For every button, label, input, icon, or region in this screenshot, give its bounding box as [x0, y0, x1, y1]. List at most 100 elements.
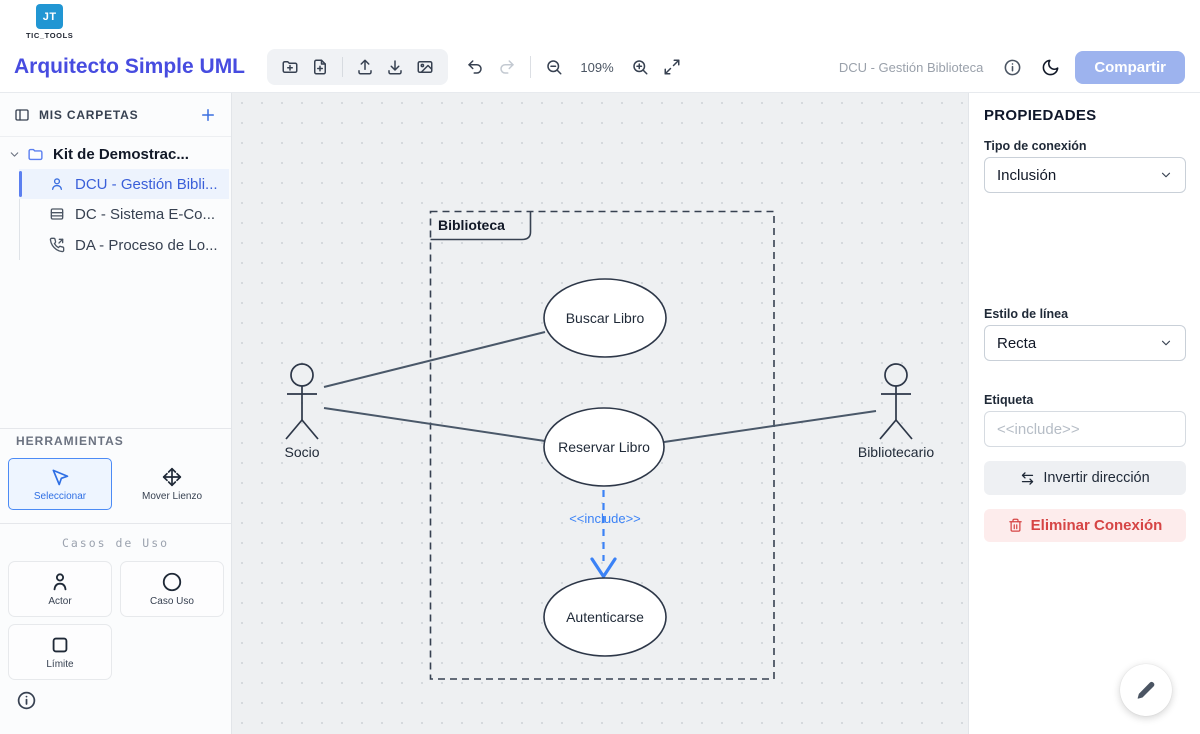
- current-document-name: DCU - Gestión Biblioteca: [838, 59, 984, 75]
- use-case-reservar-libro[interactable]: Reservar Libro: [543, 407, 665, 487]
- export-image-button[interactable]: [412, 55, 438, 79]
- shape-label: Caso Uso: [150, 596, 194, 607]
- associations: [323, 331, 877, 443]
- info-button[interactable]: [999, 54, 1025, 80]
- app-title: Arquitecto Simple UML: [14, 55, 246, 78]
- shape-label: Actor: [48, 596, 72, 607]
- association-socio-buscar[interactable]: [323, 331, 546, 388]
- shape-boundary[interactable]: Límite: [8, 624, 112, 680]
- sidebar-info-button[interactable]: [16, 690, 38, 712]
- fit-view-button[interactable]: [659, 55, 685, 79]
- undo-icon: [468, 60, 482, 74]
- new-folder-button[interactable]: [277, 55, 303, 79]
- line-style-select[interactable]: Recta: [984, 325, 1186, 361]
- use-case-label: Buscar Libro: [566, 310, 645, 326]
- tree-folder-label: Kit de Demostrac...: [53, 145, 189, 163]
- logo: JT TIC_TOOLS: [26, 4, 73, 40]
- import-button[interactable]: [352, 55, 378, 79]
- edit-fab-button[interactable]: [1120, 664, 1172, 716]
- properties-panel: PROPIEDADES Tipo de conexión Inclusión E…: [968, 93, 1200, 734]
- logo-text: TIC_TOOLS: [26, 31, 74, 40]
- cursor-icon: [52, 469, 69, 485]
- file-plus-icon: [314, 59, 327, 75]
- sidebar: MIS CARPETAS Kit de Demostrac...: [0, 93, 232, 734]
- sidebar-item-dcu[interactable]: DCU - Gestión Bibli...: [19, 169, 229, 199]
- line-style-value: Recta: [997, 334, 1037, 352]
- redo-button[interactable]: [494, 55, 520, 79]
- file-toolbar: [267, 49, 449, 85]
- plus-icon: [202, 108, 214, 121]
- new-file-button[interactable]: [307, 55, 333, 79]
- history-group: [462, 55, 520, 79]
- tool-select[interactable]: Seleccionar: [8, 458, 112, 510]
- tool-label: Seleccionar: [33, 490, 87, 502]
- shape-actor[interactable]: Actor: [8, 561, 112, 617]
- info-icon: [1004, 59, 1021, 75]
- line-style-label: Estilo de línea: [984, 307, 1069, 321]
- invert-direction-button[interactable]: Invertir dirección: [984, 461, 1186, 495]
- use-case-label: Autenticarse: [566, 609, 644, 625]
- toolbar-separator: [342, 57, 344, 77]
- activity-diagram-icon: [49, 237, 65, 253]
- folders-panel-icon: [14, 107, 30, 123]
- actor-label: Socio: [284, 444, 319, 460]
- shape-use-case[interactable]: Caso Uso: [120, 561, 224, 617]
- connection-type-label: Tipo de conexión: [984, 139, 1087, 153]
- sidebar-item-label: DCU - Gestión Bibli...: [75, 175, 218, 193]
- boundary-biblioteca[interactable]: Biblioteca: [429, 210, 775, 680]
- divider: [0, 523, 231, 524]
- shapes-section-title: Casos de Uso: [61, 536, 170, 550]
- actor-bibliotecario[interactable]: Bibliotecario: [858, 363, 934, 460]
- actor-icon: [53, 573, 67, 591]
- folders-title: MIS CARPETAS: [39, 107, 139, 122]
- folder-plus-icon: [282, 61, 298, 73]
- zoom-in-icon: [633, 60, 648, 75]
- share-button[interactable]: Compartir: [1075, 50, 1185, 84]
- zoom-out-icon: [547, 60, 562, 75]
- include-connection[interactable]: <<include>>: [569, 490, 641, 579]
- header: JT TIC_TOOLS Arquitecto Simple UML: [0, 0, 1200, 93]
- sidebar-item-label: DA - Proceso de Lo...: [75, 236, 218, 254]
- zoom-level: 109%: [580, 59, 614, 75]
- dark-mode-toggle[interactable]: [1037, 54, 1063, 80]
- actor-socio[interactable]: Socio: [284, 363, 320, 460]
- delete-connection-button[interactable]: Eliminar Conexión: [984, 509, 1186, 542]
- delete-connection-label: Eliminar Conexión: [1030, 517, 1163, 534]
- class-diagram-icon: [49, 206, 65, 222]
- boundary-label: Biblioteca: [438, 217, 505, 233]
- tree-guide-line: [19, 170, 20, 260]
- chevron-down-icon: [1159, 168, 1173, 182]
- download-icon: [388, 60, 402, 75]
- etiqueta-input[interactable]: [984, 411, 1186, 447]
- folder-icon: [27, 146, 44, 163]
- zoom-in-button[interactable]: [627, 55, 653, 79]
- uml-diagram: Biblioteca <<include>> Buscar: [284, 210, 934, 680]
- tool-pan-canvas[interactable]: Mover Lienzo: [120, 458, 224, 510]
- info-icon: [17, 691, 36, 710]
- sidebar-item-label: DC - Sistema E-Co...: [75, 205, 216, 223]
- connection-type-select[interactable]: Inclusión: [984, 157, 1186, 193]
- square-icon: [52, 637, 68, 653]
- undo-button[interactable]: [462, 55, 488, 79]
- sidebar-item-dc[interactable]: DC - Sistema E-Co...: [19, 199, 229, 229]
- add-folder-button[interactable]: [199, 106, 217, 124]
- tree-folder-row[interactable]: Kit de Demostrac...: [0, 140, 231, 168]
- sidebar-item-da[interactable]: DA - Proceso de Lo...: [19, 230, 229, 260]
- association-reservar-bibliotecario[interactable]: [663, 410, 877, 443]
- association-socio-reservar[interactable]: [323, 407, 546, 442]
- use-case-buscar-libro[interactable]: Buscar Libro: [543, 278, 667, 358]
- include-label: <<include>>: [569, 511, 641, 526]
- export-button[interactable]: [382, 55, 408, 79]
- zoom-group: 109%: [541, 55, 685, 79]
- chevron-down-icon: [1159, 336, 1173, 350]
- connection-type-value: Inclusión: [997, 166, 1057, 184]
- zoom-out-button[interactable]: [541, 55, 567, 79]
- tool-label: Mover Lienzo: [141, 490, 203, 502]
- shape-label: Límite: [46, 659, 74, 670]
- image-icon: [417, 61, 433, 73]
- ellipse-icon: [162, 572, 182, 592]
- use-case-autenticarse[interactable]: Autenticarse: [543, 577, 667, 657]
- etiqueta-label: Etiqueta: [984, 393, 1034, 407]
- diagram-canvas[interactable]: Biblioteca <<include>> Buscar: [232, 93, 968, 734]
